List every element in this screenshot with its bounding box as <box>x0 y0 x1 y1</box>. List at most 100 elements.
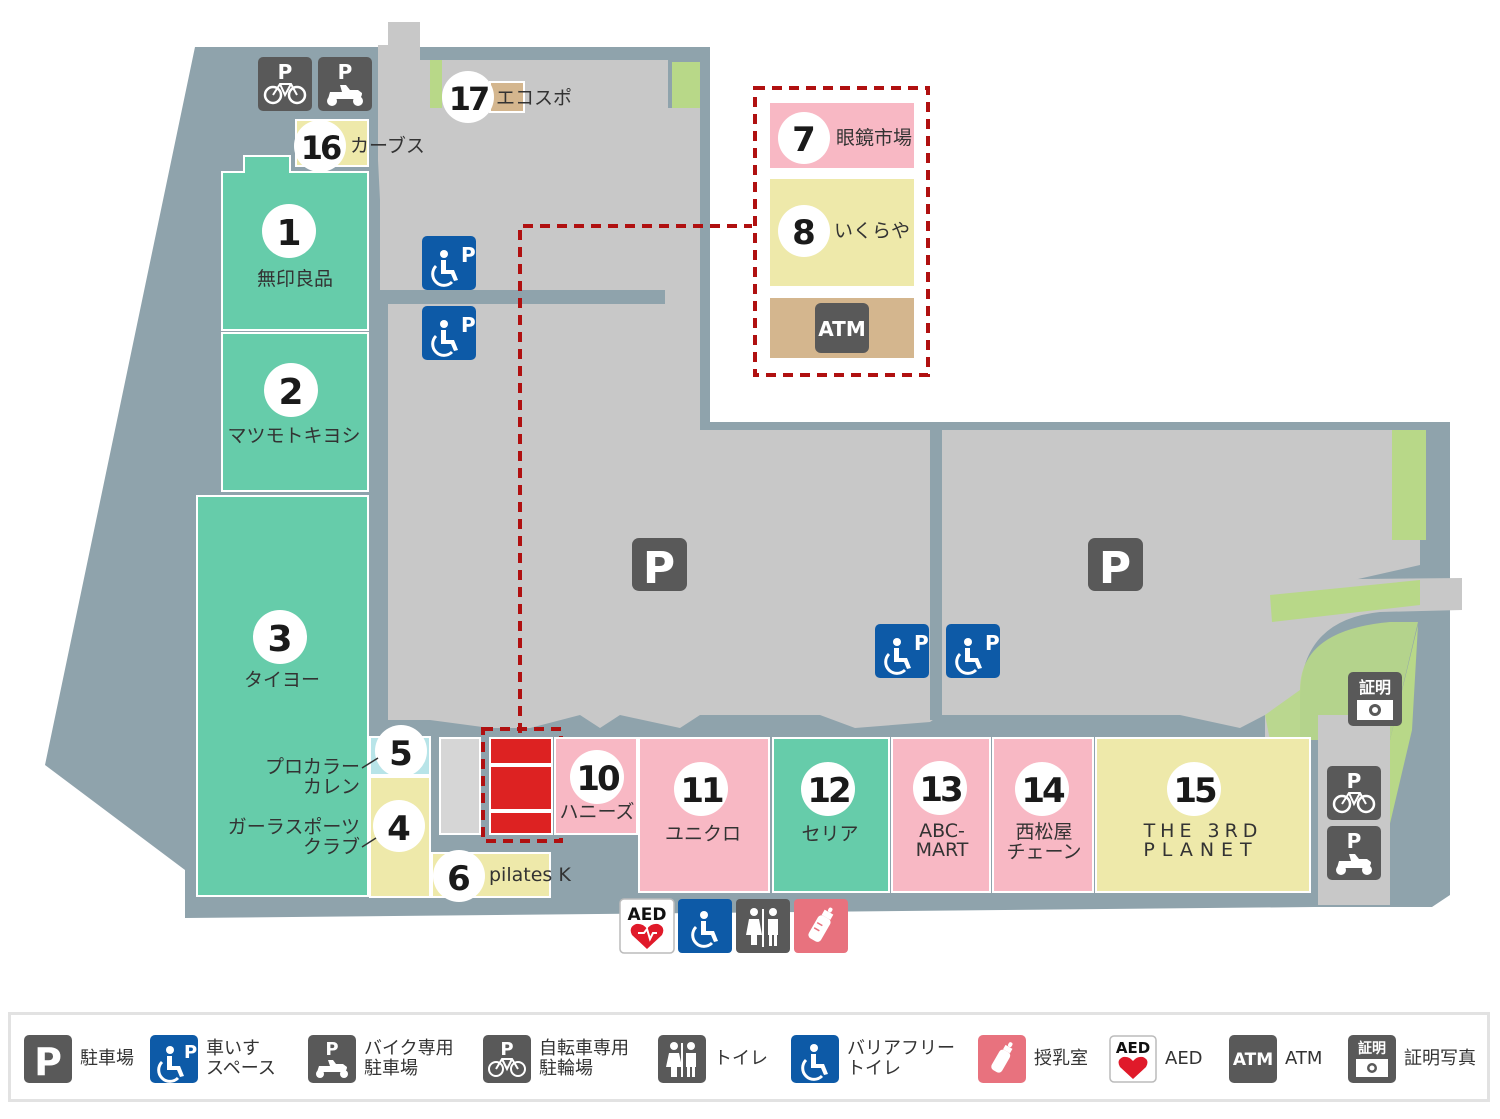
store-name-line2: クラブ <box>303 835 360 858</box>
aed-icon: AED <box>1109 1035 1157 1083</box>
legend-label: 自転車専用 駐輪場 <box>539 1038 629 1079</box>
store-5[interactable]: 5 プロカラー カレン <box>265 725 431 798</box>
svg-text:P: P <box>1099 543 1131 594</box>
store-4[interactable]: 4 ガーラスポーツ クラブ <box>228 776 431 898</box>
store-name-line2: カレン <box>303 776 360 798</box>
ramp-road <box>1265 578 1462 740</box>
svg-text:P: P <box>461 313 476 337</box>
svg-text:ATM: ATM <box>1233 1050 1273 1070</box>
legend-item-accessible-toilet: バリアフリー トイレ <box>791 1035 955 1083</box>
legend-label: バリアフリー トイレ <box>847 1038 955 1079</box>
store-name-line1: THE 3RD <box>1143 820 1263 842</box>
store-name-line1: プロカラー <box>265 756 360 778</box>
legend-label: 駐車場 <box>80 1048 134 1069</box>
parking-divider <box>930 430 942 720</box>
store-name-line1: ガーラスポーツ <box>228 816 360 838</box>
store-number: 12 <box>807 771 849 811</box>
svg-text:P: P <box>278 60 293 84</box>
store-14[interactable]: 14 西松屋 チェーン <box>992 737 1094 893</box>
road-stub-2 <box>378 60 428 120</box>
driveway <box>380 290 665 304</box>
store-17[interactable]: 17 エコスポ <box>442 71 572 123</box>
nursing-room-icon <box>978 1035 1026 1083</box>
store-2[interactable]: 2 マツモトキヨシ <box>221 332 369 492</box>
legend-item-motorbike-parking: P バイク専用 駐車場 <box>308 1035 454 1083</box>
store-8[interactable]: 8 いくらや <box>770 179 914 286</box>
atm-label: ATM <box>818 317 865 341</box>
svg-text:P: P <box>325 1039 338 1060</box>
legend: P 駐車場 P 車いす スペース P バイク専用 駐車場 P 自転車専用 駐輪場… <box>8 1012 1490 1102</box>
legend-item-restroom: トイレ <box>658 1035 768 1083</box>
legend-label: AED <box>1165 1048 1203 1069</box>
road-stub <box>388 22 420 62</box>
store-10[interactable]: 10 ハニーズ <box>554 737 638 835</box>
aed-icon: AED <box>619 898 675 954</box>
legend-item-atm: ATM ATM <box>1229 1035 1322 1083</box>
store-name-line1: ABC- <box>919 820 965 842</box>
inset-frame <box>753 86 930 377</box>
grass-strip <box>1392 430 1426 540</box>
svg-text:証明: 証明 <box>1358 1040 1386 1057</box>
legend-label: 車いす スペース <box>206 1038 276 1079</box>
store-6[interactable]: 6 pilates K <box>431 850 571 902</box>
svg-text:P: P <box>643 543 675 594</box>
wheelchair-parking-icon: P <box>422 236 476 290</box>
store-15[interactable]: 15 THE 3RD PLANET <box>1095 737 1311 893</box>
store-name-line1: 西松屋 <box>1015 821 1072 843</box>
legend-item-bicycle-parking: P 自転車専用 駐輪場 <box>483 1035 629 1083</box>
svg-text:P: P <box>34 1040 62 1083</box>
store-11[interactable]: 11 ユニクロ <box>638 737 770 893</box>
svg-text:AED: AED <box>628 905 667 925</box>
svg-text:AED: AED <box>1116 1039 1150 1057</box>
store-3[interactable]: 3 タイヨー <box>196 495 369 897</box>
legend-item-photo-booth: 証明 証明写真 <box>1348 1035 1476 1083</box>
store-number: 16 <box>301 129 341 167</box>
legend-item-aed: AED AED <box>1109 1035 1203 1083</box>
store-12[interactable]: 12 セリア <box>772 737 890 893</box>
store-number: 6 <box>447 859 471 899</box>
store-name-line2: MART <box>916 839 969 861</box>
store-number: 11 <box>680 771 723 811</box>
photo-booth-icon: 証明 <box>1348 1035 1396 1083</box>
store-name: 眼鏡市場 <box>836 127 912 149</box>
svg-text:P: P <box>500 1039 513 1060</box>
photo-booth-icon: 証明 <box>1348 672 1402 726</box>
store-number: 7 <box>792 120 816 160</box>
svg-text:P: P <box>461 243 476 267</box>
store-name: タイヨー <box>244 669 320 691</box>
store-1[interactable]: 1 無印良品 <box>221 155 369 331</box>
store-name: マツモトキヨシ <box>227 425 360 447</box>
parking-icon: P <box>632 538 687 594</box>
legend-label: ATM <box>1285 1048 1323 1069</box>
atm-area[interactable]: ATM <box>770 298 914 358</box>
motorbike-parking-icon: P <box>308 1035 356 1083</box>
svg-text:P: P <box>1347 829 1362 853</box>
store-name: pilates K <box>489 864 571 886</box>
wheelchair-parking-icon: P <box>150 1035 198 1083</box>
store-number: 3 <box>267 619 292 660</box>
parking-icon: P <box>24 1035 72 1083</box>
wheelchair-parking-icon: P <box>422 306 476 360</box>
store-number: 14 <box>1021 771 1065 811</box>
store-13[interactable]: 13 ABC- MART <box>891 737 991 893</box>
store-7[interactable]: 7 眼鏡市場 <box>770 103 914 168</box>
store-name: ユニクロ <box>665 823 741 845</box>
motorbike-parking-icon: P <box>1327 826 1381 880</box>
store-name: いくらや <box>834 220 910 242</box>
svg-text:P: P <box>184 1042 197 1063</box>
svg-text:P: P <box>338 60 353 84</box>
legend-label: トイレ <box>714 1048 768 1069</box>
svg-text:証明: 証明 <box>1359 678 1391 697</box>
legend-item-parking: P 駐車場 <box>24 1035 134 1083</box>
highlighted-area <box>481 727 563 843</box>
store-16[interactable]: 16 カーブス <box>294 119 425 172</box>
nursing-room-icon <box>794 899 848 953</box>
atm-icon: ATM <box>1229 1035 1277 1083</box>
wheelchair-parking-icon: P <box>946 624 1000 678</box>
legend-label: 授乳室 <box>1034 1048 1088 1069</box>
bicycle-parking-icon: P <box>258 57 312 111</box>
store-name-line2: チェーン <box>1006 841 1081 863</box>
store-number: 8 <box>792 213 816 253</box>
svg-text:P: P <box>985 631 1000 655</box>
atm-icon <box>815 303 869 353</box>
